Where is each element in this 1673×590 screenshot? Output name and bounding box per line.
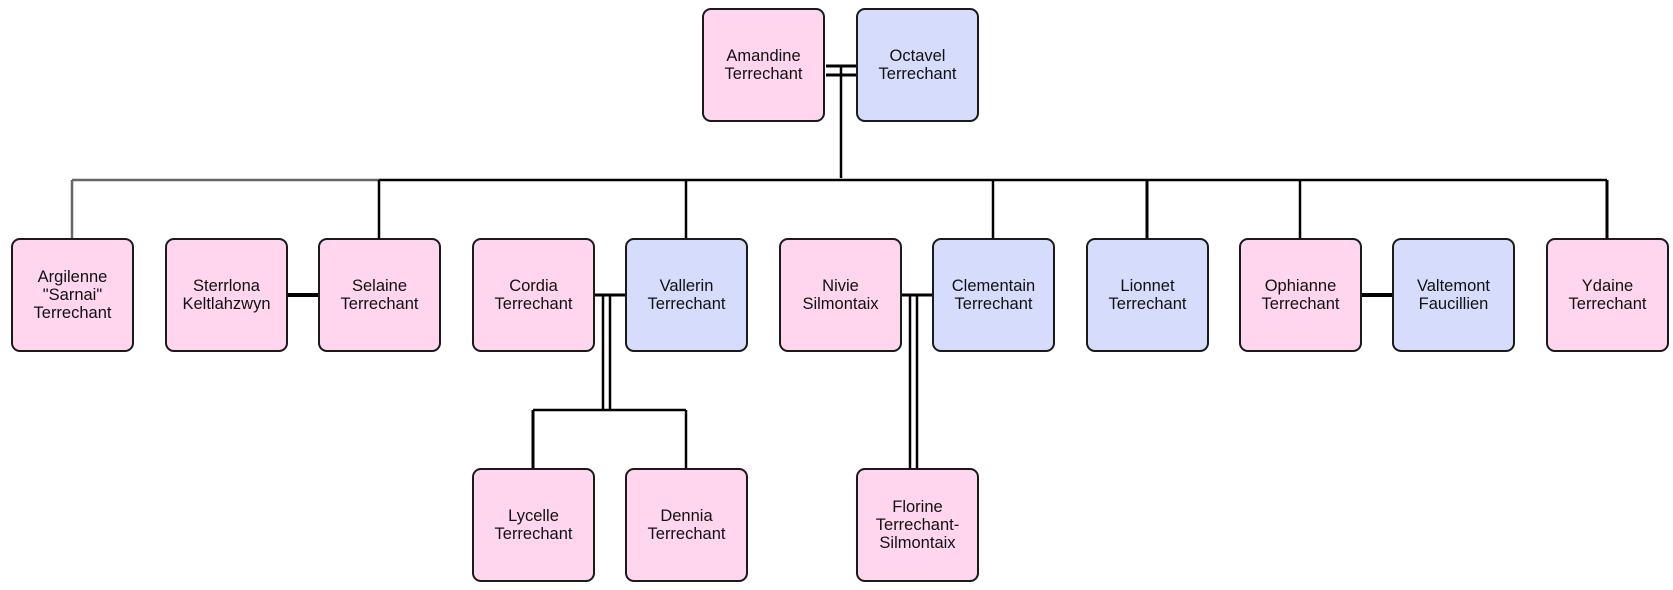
nivie-clementain-union-lines <box>902 293 932 468</box>
person-lionnet: Lionnet Terrechant <box>1086 238 1209 352</box>
person-selaine: Selaine Terrechant <box>318 238 441 352</box>
person-lycelle: Lycelle Terrechant <box>472 468 595 582</box>
cordia-vallerin-union-lines <box>531 293 688 468</box>
children-sibling-bar <box>70 178 1609 238</box>
person-dennia: Dennia Terrechant <box>625 468 748 582</box>
person-vallerin: Vallerin Terrechant <box>625 238 748 352</box>
person-argilenne: Argilenne "Sarnai" Terrechant <box>11 238 134 352</box>
person-octavel: Octavel Terrechant <box>856 8 979 122</box>
parents-union-lines <box>826 64 856 178</box>
person-clementain: Clementain Terrechant <box>932 238 1055 352</box>
person-florine: Florine Terrechant- Silmontaix <box>856 468 979 582</box>
person-sterrlona: Sterrlona Keltlahzwyn <box>165 238 288 352</box>
person-cordia: Cordia Terrechant <box>472 238 595 352</box>
person-ophianne: Ophianne Terrechant <box>1239 238 1362 352</box>
person-amandine: Amandine Terrechant <box>702 8 825 122</box>
person-valtemont: Valtemont Faucillien <box>1392 238 1515 352</box>
person-ydaine: Ydaine Terrechant <box>1546 238 1669 352</box>
person-nivie: Nivie Silmontaix <box>779 238 902 352</box>
